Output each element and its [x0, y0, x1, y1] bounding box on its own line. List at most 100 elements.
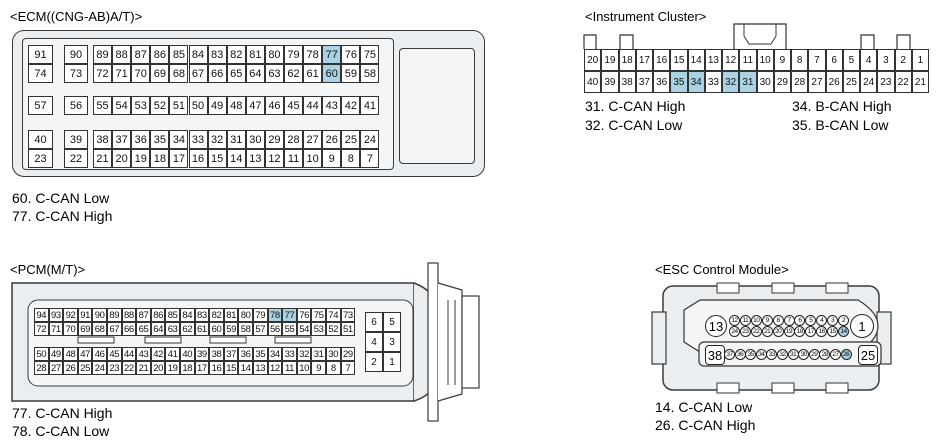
ecm-pin: 21 — [93, 149, 113, 168]
esc-pin: 33 — [766, 349, 778, 360]
pcm-pin: 93 — [48, 308, 64, 322]
cluster-pin: 5 — [842, 49, 860, 71]
esc-pin: 26 — [840, 349, 852, 360]
ecm-pin: 22 — [64, 149, 88, 168]
pcm-pin: 34 — [267, 347, 283, 361]
ecm-pin: 43 — [322, 96, 342, 115]
pcm-legend-item: 78. C-CAN Low — [12, 423, 110, 439]
pcm-pin: 68 — [92, 322, 107, 336]
pcm-pin: 27 — [48, 361, 64, 375]
esc-pin: 35 — [745, 349, 757, 360]
pcm-pin: 67 — [107, 322, 122, 336]
esc-pin: 27 — [830, 349, 841, 360]
ecm-pin: 67 — [188, 64, 208, 83]
cluster-pin: 19 — [601, 49, 619, 71]
cluster-pin: 4 — [860, 49, 878, 71]
esc-pin: 29 — [808, 349, 820, 360]
pcm-pin: 74 — [326, 308, 341, 322]
pcm-pin: 52 — [326, 322, 341, 336]
pcm-pin: 36 — [238, 347, 253, 361]
ecm-pin: 48 — [226, 96, 246, 115]
ecm-pin: 70 — [131, 64, 151, 83]
pcm-pin: 86 — [150, 308, 166, 322]
esc-pin: 28 — [819, 349, 831, 360]
pcm-pin: 80 — [238, 308, 253, 322]
esc-pin: 19 — [783, 326, 795, 337]
pcm-pin: 88 — [121, 308, 137, 322]
ecm-pin: 57 — [28, 96, 53, 115]
cluster-pin: 1 — [911, 49, 929, 71]
pcm-pin: 21 — [136, 361, 151, 375]
ecm-pin: 83 — [207, 45, 227, 64]
pcm-pin: 42 — [150, 347, 166, 361]
cluster-pin: 7 — [808, 49, 826, 71]
pcm-pin: 72 — [34, 322, 49, 336]
pcm-pin: 70 — [63, 322, 78, 336]
pcm-pin: 55 — [282, 322, 297, 336]
ecm-pin: 38 — [93, 130, 113, 149]
cluster-pin: 8 — [791, 49, 809, 71]
ecm-pin: 23 — [28, 149, 53, 168]
pcm-pin: 92 — [63, 308, 78, 322]
ecm-pin: 8 — [341, 149, 361, 168]
esc-pin: 30 — [798, 349, 810, 360]
pcm-pin: 24 — [92, 361, 107, 375]
esc-pin: 2 — [838, 315, 849, 326]
pcm-pin: 10 — [296, 361, 312, 375]
ecm-pin: 91 — [28, 45, 53, 64]
pcm-pin: 57 — [253, 322, 268, 336]
esc-pin: 5 — [805, 315, 817, 326]
ecm-pin: 39 — [64, 130, 88, 149]
ecm-pin: 49 — [207, 96, 227, 115]
ecm-pin: 65 — [226, 64, 246, 83]
pcm-pin: 53 — [311, 322, 326, 336]
esc-pin: 14 — [838, 326, 849, 337]
pcm-pin: 90 — [92, 308, 107, 322]
ecm-pin: 29 — [264, 130, 284, 149]
ecm-pin: 82 — [226, 45, 246, 64]
ecm-pin: 80 — [264, 45, 284, 64]
ecm-pin: 44 — [303, 96, 323, 115]
pcm-pin: 12 — [267, 361, 283, 375]
cluster-pin: 31 — [739, 71, 757, 93]
esc-pin-large: 13 — [705, 315, 727, 337]
cluster-pin: 15 — [670, 49, 688, 71]
cluster-pin: 39 — [601, 71, 619, 93]
esc-pin-large: 38 — [705, 345, 725, 365]
cluster-pin: 17 — [635, 49, 653, 71]
ecm-pin: 24 — [360, 130, 380, 149]
ecm-pin: 18 — [150, 149, 170, 168]
cluster-pin: 33 — [704, 71, 722, 93]
pcm-pin: 41 — [165, 347, 180, 361]
ecm-pin: 51 — [169, 96, 189, 115]
pcm-pin: 2 — [365, 352, 383, 372]
esc-pin: 20 — [772, 326, 784, 337]
cluster-pin: 12 — [722, 49, 740, 71]
esc-pin: 10 — [750, 315, 762, 326]
pcm-pin: 29 — [340, 347, 356, 361]
cluster-pin: 2 — [894, 49, 912, 71]
ecm-pin: 14 — [226, 149, 246, 168]
pcm-pin: 32 — [296, 347, 312, 361]
ecm-pin: 73 — [64, 64, 88, 83]
ecm-pin: 56 — [64, 96, 88, 115]
pcm-pin: 18 — [180, 361, 195, 375]
ecm-pin: 74 — [28, 64, 53, 83]
ecm-pin: 66 — [207, 64, 227, 83]
ecm-pin: 72 — [93, 64, 113, 83]
pcm-pin: 17 — [194, 361, 210, 375]
pcm-pin: 16 — [209, 361, 224, 375]
cluster-pin: 24 — [860, 71, 878, 93]
ecm-pin: 53 — [131, 96, 151, 115]
ecm-pin: 32 — [207, 130, 227, 149]
esc-pin: 9 — [761, 315, 773, 326]
esc-pin: 24 — [729, 326, 740, 337]
cluster-pin: 32 — [722, 71, 740, 93]
ecm-pin: 59 — [341, 64, 361, 83]
cluster-legend-item: 35. B-CAN Low — [792, 117, 889, 133]
ecm-pin: 54 — [112, 96, 132, 115]
esc-pin: 34 — [755, 349, 767, 360]
ecm-pin: 90 — [64, 45, 88, 64]
pcm-pin: 8 — [326, 361, 341, 375]
esc-pin: 36 — [734, 349, 746, 360]
